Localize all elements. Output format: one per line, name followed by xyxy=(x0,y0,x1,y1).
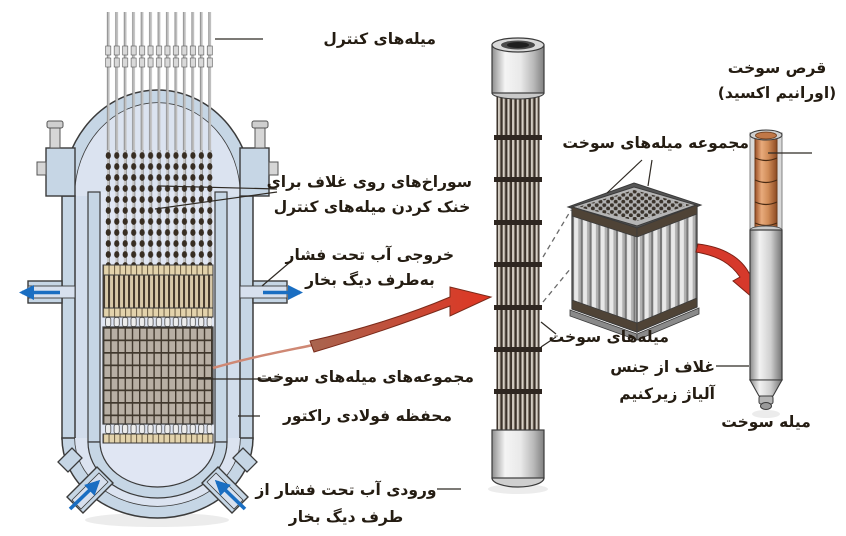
fuel-bundle-top-cap xyxy=(491,44,545,94)
vessel-bottom-wall xyxy=(61,437,254,519)
dashed-connectors xyxy=(542,209,572,303)
reactor-vessel xyxy=(27,12,288,527)
cladding-cutaway-left xyxy=(749,132,756,233)
leader-bundle-rods-1 xyxy=(540,321,557,335)
label-fuel-pellet-line-1: قرص سوخت xyxy=(727,59,827,77)
label-cladding-material-line-2: آلیاژ زیرکنیم xyxy=(619,385,715,403)
label-inlet-line-1: ورودی آب تحت فشار از xyxy=(255,481,437,499)
label-fuel-rod-assemblies: مجموعه‌های میله‌های سوخت xyxy=(256,368,474,386)
leader-bundle-rods-2 xyxy=(540,336,557,348)
label-fuel-pellet: قرص سوخت (اورانیم اکسید) xyxy=(710,56,844,106)
fuel-rod-body xyxy=(749,229,783,381)
label-outlet-line-1: خروجی آب تحت فشار xyxy=(285,246,454,264)
vessel-flanges xyxy=(36,120,279,197)
leader-cladding-holes-2 xyxy=(154,191,278,210)
reactor-core xyxy=(102,264,214,444)
label-outlet: خروجی آب تحت فشار به‌طرف دیگ بخار xyxy=(286,243,454,293)
label-cladding-holes-line-1: سوراخ‌های روی غلاف برای xyxy=(266,173,472,191)
label-fuel-rod-assembly: مجموعه میله‌های سوخت xyxy=(562,134,749,152)
label-inlet-line-2: طرف دیگ بخار xyxy=(288,508,404,526)
fuel-assembly-cube xyxy=(566,182,703,341)
coolant-arrows xyxy=(18,284,304,511)
fuel-rod-detail-figure xyxy=(749,129,783,418)
cube-top-rod-ends xyxy=(578,190,690,221)
label-fuel-rod: میله سوخت xyxy=(721,413,811,431)
cladding-cutaway-right xyxy=(776,132,783,233)
leader-cladding-holes-1 xyxy=(159,185,278,190)
fuel-bundle xyxy=(488,37,548,494)
leader-lines xyxy=(154,38,812,490)
leader-outlet xyxy=(261,262,290,287)
label-cladding-material: غلاف از جنس آلیاژ زیرکنیم xyxy=(575,354,715,408)
vessel-shadow xyxy=(85,513,229,527)
fuel-bundle-bottom-cap xyxy=(491,429,545,479)
label-steel-vessel: محفظه فولادی راکتور xyxy=(282,407,452,425)
vessel-wall-left xyxy=(61,195,76,440)
leader-assembly-1 xyxy=(606,159,643,194)
label-bundle-fuel-rods: میله‌های سوخت xyxy=(548,328,669,346)
label-inlet: ورودی آب تحت فشار از طرف دیگ بخار xyxy=(254,477,438,531)
uranium-pellet-stack xyxy=(754,136,778,231)
control-rod-bank xyxy=(104,12,214,154)
coolant-inlet-arrow-right xyxy=(214,479,247,511)
leader-assembly-2 xyxy=(647,159,653,187)
label-cladding-holes: سوراخ‌های روی غلاف برای خنک کردن میله‌ها… xyxy=(266,170,472,220)
label-outlet-line-2: به‌طرف دیگ بخار xyxy=(305,271,435,289)
vessel-wall-right xyxy=(239,195,254,440)
label-cladding-material-line-1: غلاف از جنس xyxy=(610,358,715,376)
pellet-divisions xyxy=(754,157,778,227)
label-control-rods: میله‌های کنترل xyxy=(323,30,436,48)
zoom-arrow-cube-to-rod xyxy=(695,243,757,299)
label-fuel-pellet-line-2: (اورانیم اکسید) xyxy=(717,84,837,102)
coolant-inlet-arrow-left xyxy=(68,479,101,511)
control-rod-guide-tubes xyxy=(104,150,214,265)
fuel-bundle-spacer-bands xyxy=(494,135,542,394)
label-cladding-holes-line-2: خنک کردن میله‌های کنترل xyxy=(273,198,471,216)
zoom-arrow-core-to-bundle xyxy=(212,286,493,370)
